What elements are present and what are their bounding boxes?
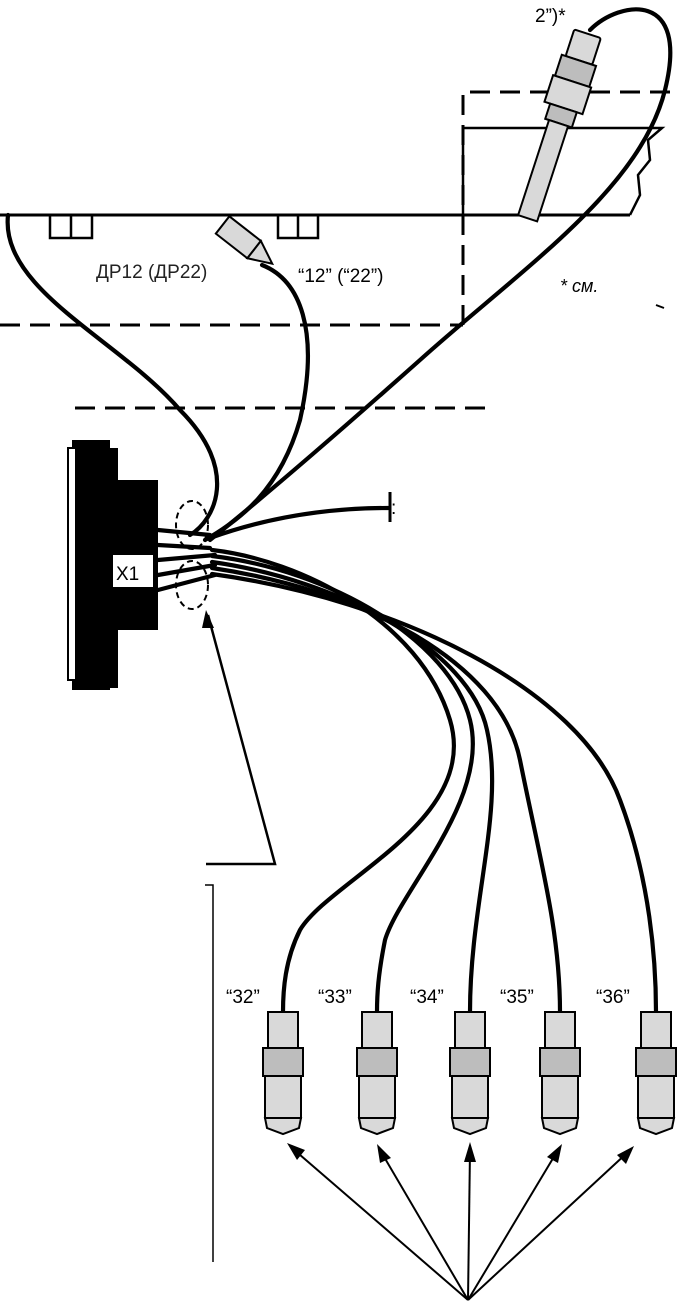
sensor-12-22-label: “12” (“22”) (298, 266, 384, 287)
sensor-12-22 (214, 214, 275, 266)
connector-label-33: “33” (318, 987, 352, 1008)
connector-35 (539, 1011, 581, 1136)
bundle-highlight-upper (175, 500, 209, 550)
bundle-highlight-lower (175, 560, 209, 610)
connector-34 (449, 1011, 491, 1136)
cable-34 (209, 559, 495, 1015)
tank-outline (461, 126, 666, 216)
bracket-left (48, 215, 94, 240)
dashed-mark-right (655, 304, 665, 309)
connector-label-34: “34” (410, 987, 444, 1008)
connector-32 (262, 1011, 304, 1136)
connector-label-35: “35” (500, 987, 534, 1008)
connector-x1-body (67, 440, 158, 690)
cable-left (5, 212, 220, 538)
connector-x1-label: X1 (116, 564, 139, 585)
cable-32 (209, 547, 456, 1015)
dashed-enclosure-right (461, 90, 680, 325)
sensor-dr-label: ДР12 (ДР22) (96, 262, 207, 283)
connector-33 (356, 1011, 398, 1136)
cable-small-connector (207, 505, 391, 541)
connector-36 (635, 1011, 677, 1136)
bundle-stubs (155, 527, 218, 593)
cable-36 (209, 571, 659, 1015)
top-sensor (516, 28, 602, 223)
top-sensor-label: 2”)* (535, 6, 566, 27)
cable-sensor-12 (202, 262, 310, 543)
cable-top-sensor (207, 7, 673, 543)
leader-line-bundle (206, 614, 277, 866)
frame-line-left (205, 884, 214, 1262)
connector-label-36: “36” (596, 987, 630, 1008)
leader-arrowhead (202, 610, 214, 628)
pointer-arrows (287, 1142, 634, 1301)
cable-33 (209, 553, 475, 1015)
small-connector-mark: : (391, 498, 396, 519)
note-label: * см. (560, 276, 598, 296)
bracket-right (276, 215, 320, 240)
connector-label-32: “32” (226, 987, 260, 1008)
